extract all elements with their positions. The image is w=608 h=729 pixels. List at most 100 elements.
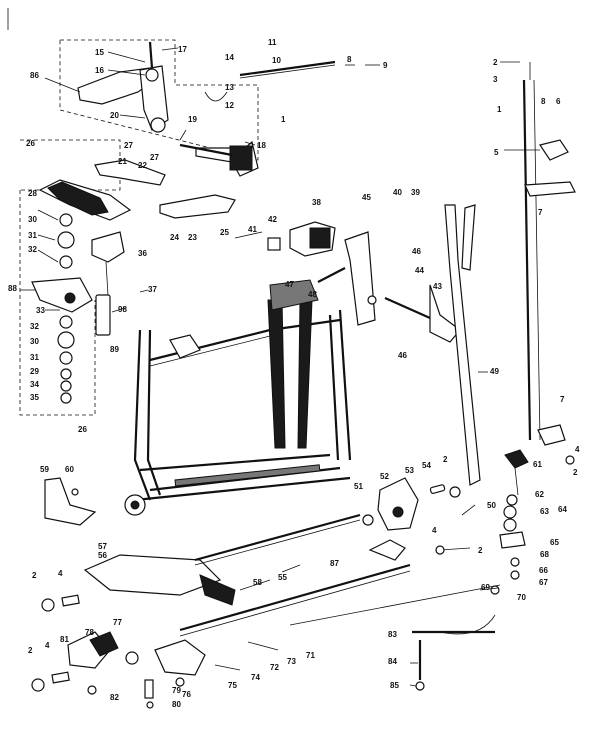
part-label: 58: [253, 578, 262, 587]
feed-dog-parts: [44, 477, 97, 526]
leader-lines: [20, 47, 540, 687]
part-label: 21: [118, 157, 127, 166]
part-label: 67: [539, 578, 548, 587]
part-label: 63: [540, 507, 549, 516]
part-label: 42: [268, 215, 277, 224]
part-label: 70: [517, 593, 526, 602]
part-label: 17: [178, 45, 187, 54]
part-label: 66: [539, 566, 548, 575]
part-label: 76: [182, 690, 191, 699]
part-label: 44: [415, 266, 424, 275]
part-label: 26: [26, 139, 35, 148]
part-label: 78: [85, 628, 94, 637]
part-label: 87: [330, 559, 339, 568]
part-label: 64: [558, 505, 567, 514]
part-label: 22: [138, 161, 147, 170]
part-label: 59: [40, 465, 49, 474]
part-label: 27: [150, 153, 159, 162]
part-label: 2: [28, 646, 33, 655]
part-label: 60: [65, 465, 74, 474]
part-label: 35: [30, 393, 39, 402]
part-label: 43: [433, 282, 442, 291]
part-label: 74: [251, 673, 260, 682]
part-label: 12: [225, 101, 234, 110]
part-label: 2: [443, 455, 448, 464]
part-label: 84: [388, 657, 397, 666]
part-label: 30: [30, 337, 39, 346]
upper-shaft-group: [59, 39, 336, 177]
needle-bar-parts: [234, 204, 481, 486]
part-label: 6: [556, 97, 561, 106]
part-label: 54: [422, 461, 431, 470]
part-label: 23: [188, 233, 197, 242]
part-label: 30: [28, 215, 37, 224]
part-label: 32: [28, 245, 37, 254]
part-label: 71: [306, 651, 315, 660]
part-label: 81: [60, 635, 69, 644]
part-label: 28: [28, 189, 37, 198]
part-label: 83: [388, 630, 397, 639]
part-label: 33: [36, 306, 45, 315]
part-label: 4: [432, 526, 437, 535]
part-label: 2: [493, 58, 498, 67]
part-label: 4: [575, 445, 580, 454]
part-label: 7: [560, 395, 565, 404]
part-label: 56: [98, 551, 107, 560]
part-label: 14: [225, 53, 234, 62]
left-feed-group: [19, 139, 236, 416]
bobbin-winder-parts: [31, 631, 279, 709]
part-label: 1: [497, 105, 502, 114]
part-label: 89: [110, 345, 119, 354]
part-label: 18: [257, 141, 266, 150]
part-label: 40: [393, 188, 402, 197]
part-label: 38: [312, 198, 321, 207]
main-frame-assembly: [124, 279, 352, 516]
part-label: 61: [533, 460, 542, 469]
part-label: 98: [118, 305, 127, 314]
part-label: 75: [228, 681, 237, 690]
rock-shaft-parts: [362, 477, 461, 531]
part-label: 62: [535, 490, 544, 499]
part-label: 8: [541, 97, 546, 106]
part-label: 31: [30, 353, 39, 362]
part-label: 34: [30, 380, 39, 389]
part-label: 37: [148, 285, 157, 294]
part-label: 82: [110, 693, 119, 702]
part-label: 10: [272, 56, 281, 65]
part-label: 16: [95, 66, 104, 75]
part-label: 48: [308, 290, 317, 299]
part-label: 25: [220, 228, 229, 237]
part-label: 11: [268, 38, 277, 47]
part-label: 45: [362, 193, 371, 202]
part-label: 1: [281, 115, 286, 124]
part-label: 29: [30, 367, 39, 376]
part-label: 46: [398, 351, 407, 360]
part-label: 50: [487, 501, 496, 510]
part-label: 15: [95, 48, 104, 57]
part-label: 49: [490, 367, 499, 376]
part-label: 2: [32, 571, 37, 580]
part-label: 85: [390, 681, 399, 690]
part-label: 2: [573, 468, 578, 477]
part-label: 47: [285, 280, 294, 289]
part-label: 36: [138, 249, 147, 258]
knee-lifter-parts: [412, 614, 496, 691]
part-label: 80: [172, 700, 181, 709]
presser-bar-parts: [522, 62, 576, 465]
part-label: 27: [124, 141, 133, 150]
part-label: 31: [28, 231, 37, 240]
part-label: 68: [540, 550, 549, 559]
part-label: 86: [30, 71, 39, 80]
part-label: 26: [78, 425, 87, 434]
part-label: 3: [493, 75, 498, 84]
part-label: 72: [270, 663, 279, 672]
part-label: 41: [248, 225, 257, 234]
feed-shaft-assembly: [41, 513, 501, 637]
part-label: 2: [478, 546, 483, 555]
part-label: 53: [405, 466, 414, 475]
thread-tension-parts: [490, 449, 529, 595]
part-label: 57: [98, 542, 107, 551]
part-label: 65: [550, 538, 559, 547]
part-label: 13: [225, 83, 234, 92]
